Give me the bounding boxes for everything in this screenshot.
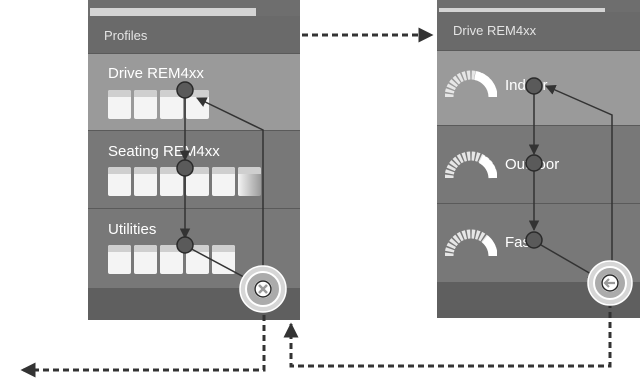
tile: [134, 245, 157, 274]
speed-gauge-icon: [445, 229, 497, 257]
touch-node: [176, 81, 194, 99]
profile-row-seating[interactable]: Seating REM4xx: [88, 130, 300, 208]
tile: [108, 167, 131, 196]
touch-node: [525, 154, 543, 172]
tile: [186, 167, 209, 196]
tile: [186, 245, 209, 274]
flow-arrow-return: [545, 84, 613, 270]
dashed-flow-back: [283, 302, 612, 368]
tile: [134, 90, 157, 119]
profile-row-label: Drive REM4xx: [108, 65, 204, 82]
dashed-flow-exit: [20, 315, 266, 378]
flow-arrow-return: [196, 97, 264, 275]
tile: [134, 167, 157, 196]
tile: [212, 167, 235, 196]
tile: [212, 245, 235, 274]
touch-node: [176, 236, 194, 254]
back-arrow-icon[interactable]: [587, 260, 633, 306]
touch-node: [525, 231, 543, 249]
tile: [108, 90, 131, 119]
profile-tiles: [108, 245, 235, 274]
top-bar: [90, 8, 256, 18]
profile-row-label: Seating REM4xx: [108, 143, 220, 160]
tile: [160, 167, 183, 196]
profile-tiles: [108, 90, 209, 119]
tile: [160, 90, 183, 119]
panel-header: Profiles: [88, 16, 300, 56]
speed-gauge-icon: [445, 70, 497, 98]
panel-header: Drive REM4xx: [437, 12, 640, 50]
flow-arrow: [540, 244, 599, 279]
tile: [160, 245, 183, 274]
close-icon[interactable]: [239, 265, 287, 313]
tile: [238, 167, 261, 196]
profile-row-drive[interactable]: Drive REM4xx: [88, 53, 300, 130]
profile-row-label: Utilities: [108, 221, 157, 238]
touch-node: [525, 77, 543, 95]
touch-node: [176, 159, 194, 177]
tile: [108, 245, 131, 274]
profile-tiles: [108, 167, 261, 196]
speed-gauge-icon: [445, 151, 497, 179]
